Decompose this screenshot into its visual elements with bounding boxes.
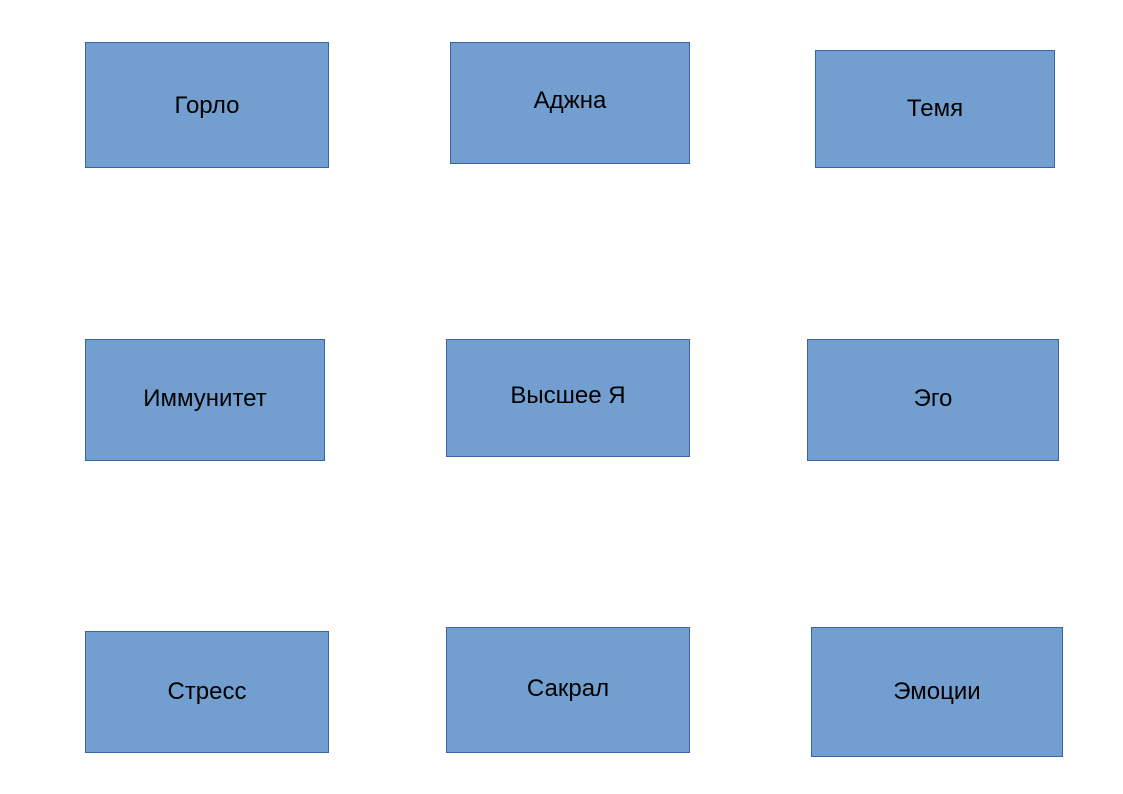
node-label: Эмоции [893, 678, 981, 705]
node-gorlo[interactable]: Горло [85, 42, 329, 168]
node-label: Эго [913, 385, 953, 412]
node-label: Иммунитет [143, 385, 267, 412]
node-vysshee-ya[interactable]: Высшее Я [446, 339, 690, 457]
node-temya[interactable]: Темя [815, 50, 1055, 168]
node-label: Темя [906, 95, 964, 122]
node-immunitet[interactable]: Иммунитет [85, 339, 325, 461]
node-label: Стресс [167, 678, 247, 705]
node-ego[interactable]: Эго [807, 339, 1059, 461]
node-label: Высшее Я [510, 382, 626, 409]
node-stress[interactable]: Стресс [85, 631, 329, 753]
node-emocii[interactable]: Эмоции [811, 627, 1063, 757]
node-label: Сакрал [526, 675, 610, 702]
node-sakral[interactable]: Сакрал [446, 627, 690, 753]
node-label: Горло [174, 92, 240, 119]
node-label: Аджна [533, 87, 607, 114]
node-adzhna[interactable]: Аджна [450, 42, 690, 164]
